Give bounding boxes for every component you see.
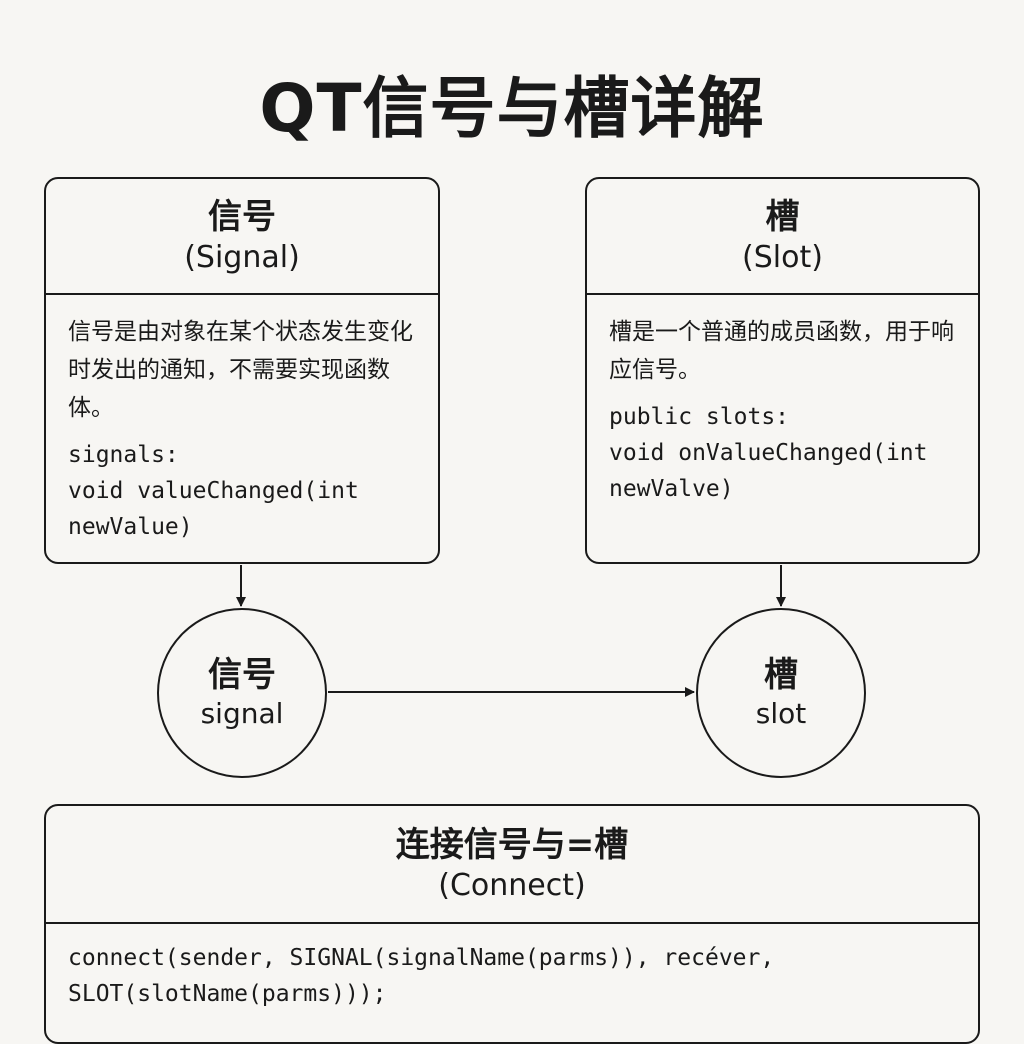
slot-box-body: 槽是一个普通的成员函数，用于响应信号。 public slots: void o… — [587, 295, 978, 507]
diagram-title: QT信号与槽详解 — [259, 70, 765, 147]
connect-box-subtitle: (Connect) — [438, 867, 586, 903]
slot-node: 槽 slot — [696, 608, 866, 778]
signal-code-line-3: newValue) — [68, 514, 193, 540]
connect-box-header: 连接信号与=槽 (Connect) — [46, 806, 978, 924]
signal-code-line-1: signals: — [68, 442, 179, 468]
signal-description: 信号是由对象在某个状态发生变化时发出的通知，不需要实现函数体。 — [68, 319, 413, 421]
slot-code-line-2: void onValueChanged(int — [609, 440, 928, 466]
connect-code-line-1: connect(sender, SIGNAL(signalName(parms)… — [68, 945, 775, 971]
slot-code-line-1: public slots: — [609, 404, 790, 430]
signal-code-line-2: void valueChanged(int — [68, 478, 359, 504]
signal-box: 信号 (Signal) 信号是由对象在某个状态发生变化时发出的通知，不需要实现函… — [44, 177, 440, 564]
slot-box-title: 槽 — [765, 197, 800, 237]
signal-node-label: 信号 — [208, 655, 276, 696]
connect-box: 连接信号与=槽 (Connect) connect(sender, SIGNAL… — [44, 804, 980, 1044]
slot-box-subtitle: (Slot) — [742, 239, 823, 275]
slot-node-sublabel: slot — [755, 696, 807, 730]
slot-box: 槽 (Slot) 槽是一个普通的成员函数，用于响应信号。 public slot… — [585, 177, 980, 564]
connect-box-body: connect(sender, SIGNAL(signalName(parms)… — [46, 924, 978, 1012]
slot-description: 槽是一个普通的成员函数，用于响应信号。 — [609, 319, 954, 383]
signal-box-title: 信号 — [208, 197, 276, 237]
signal-box-header: 信号 (Signal) — [46, 179, 438, 295]
slot-node-label: 槽 — [764, 655, 798, 696]
slot-code-line-3: newValve) — [609, 476, 734, 502]
signal-box-body: 信号是由对象在某个状态发生变化时发出的通知，不需要实现函数体。 signals:… — [46, 295, 438, 545]
signal-node-sublabel: signal — [200, 696, 284, 730]
signal-box-subtitle: (Signal) — [184, 239, 300, 275]
connect-box-title: 连接信号与=槽 — [395, 825, 629, 865]
slot-box-header: 槽 (Slot) — [587, 179, 978, 295]
signal-node: 信号 signal — [157, 608, 327, 778]
connect-code-line-2: SLOT(slotName(parms))); — [68, 981, 387, 1007]
